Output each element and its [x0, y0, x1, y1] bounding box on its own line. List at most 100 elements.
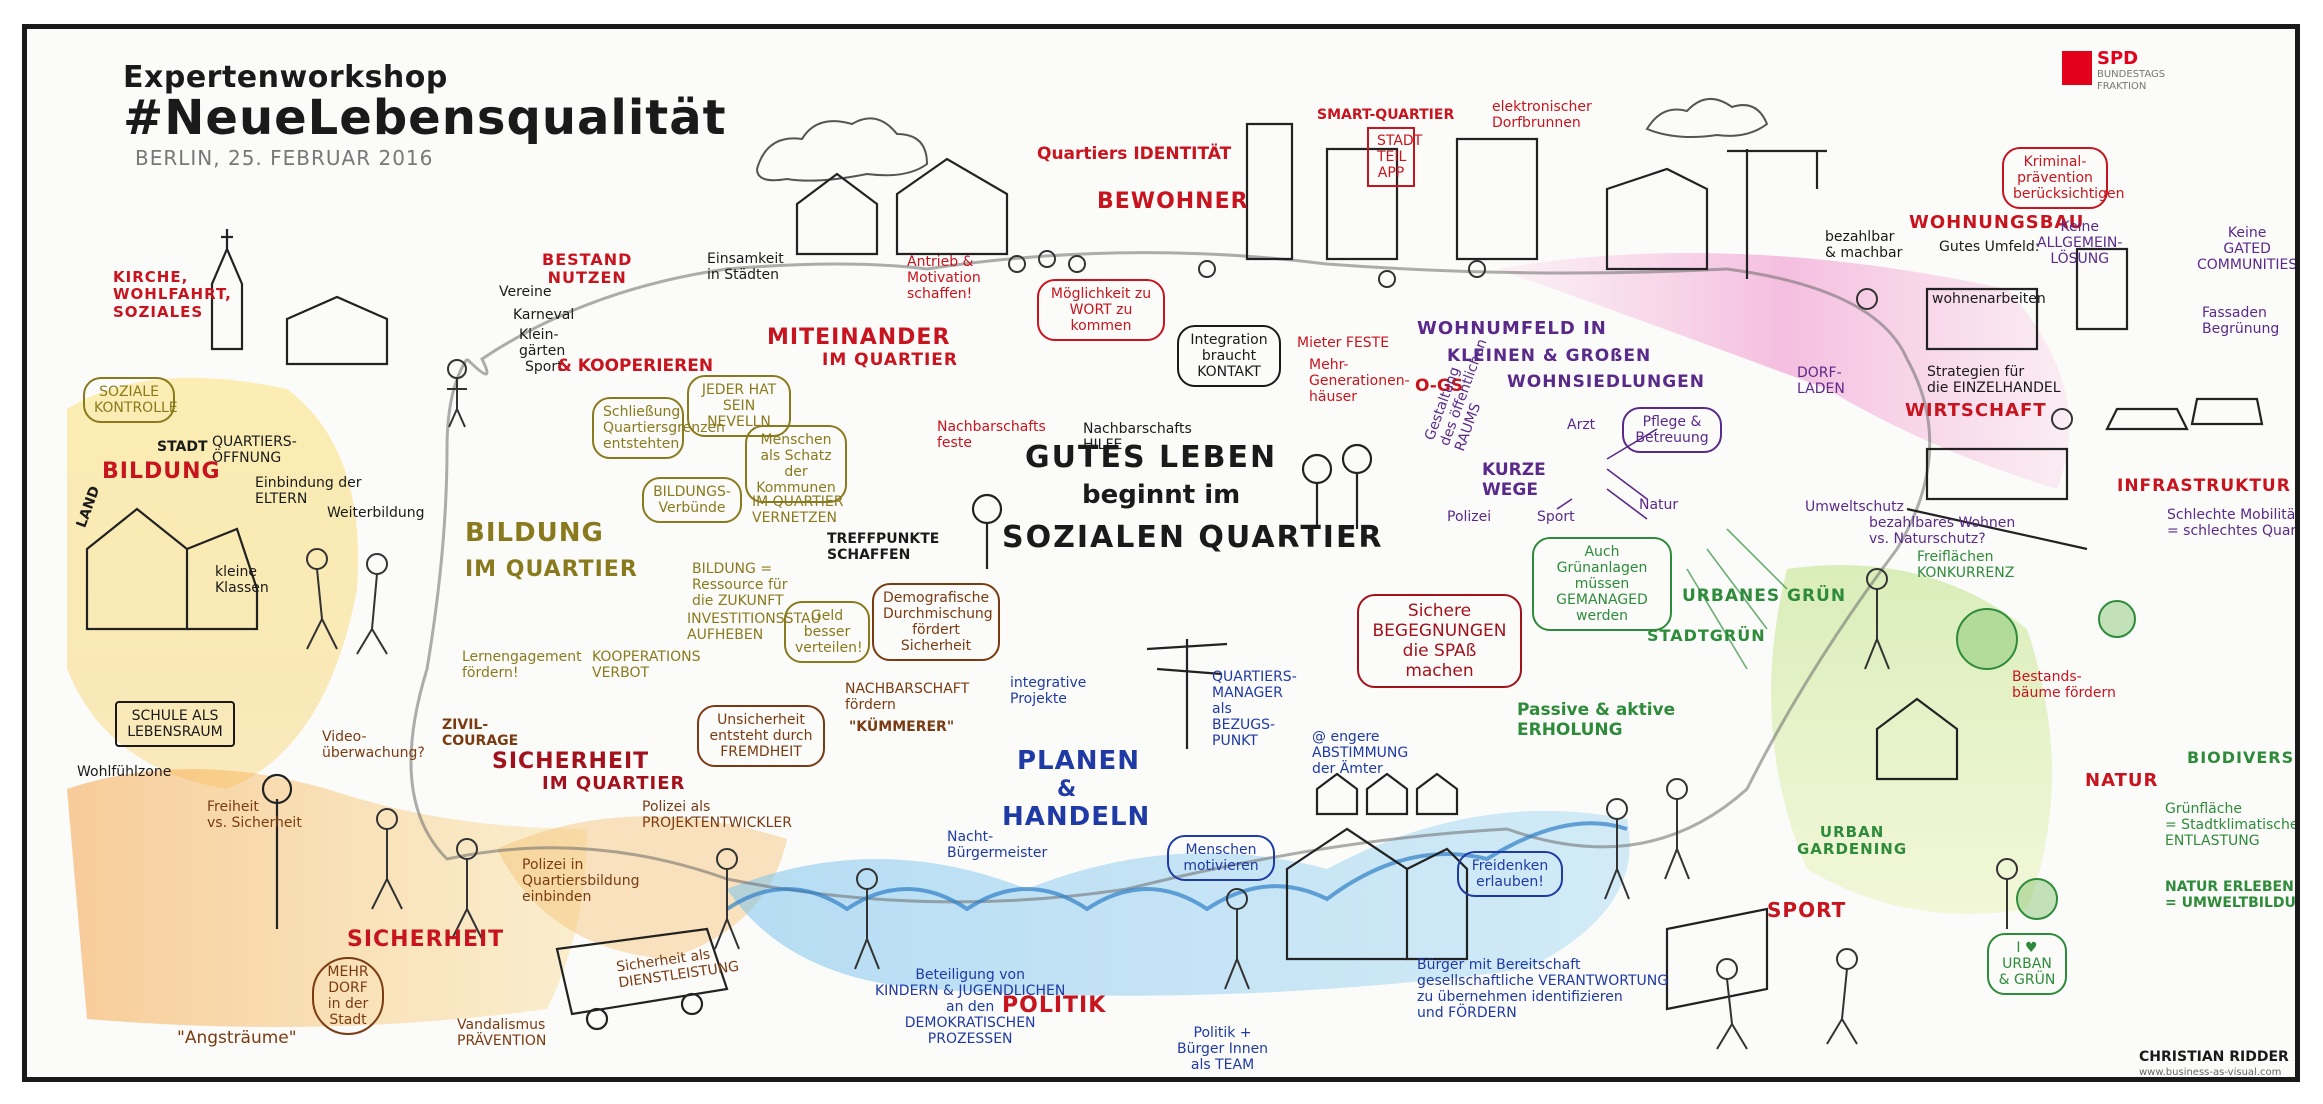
section-bewohner: BEWOHNER	[1097, 189, 1249, 214]
note-unsicherheit: Unsicherheit entsteht durch FREMDHEIT	[697, 705, 825, 767]
note-gutes-umfeld: Gutes Umfeld:	[1939, 239, 2040, 255]
event-type-heading: Expertenworkshop	[123, 60, 448, 95]
note-integrative-projekte: integrative Projekte	[1010, 675, 1087, 708]
note-arbeiten: arbeiten	[1987, 291, 2046, 307]
note-buerger-bereitschaft: Bürger mit Bereitschaft gesellschaftlich…	[1417, 957, 1669, 1022]
note-stadt: STADT	[157, 439, 208, 455]
note-kooperationsverbot: KOOPERATIONS VERBOT	[592, 649, 701, 682]
sand-wash	[497, 816, 787, 959]
note-polizei-quartier: Polizei in Quartiersbildung einbinden	[522, 857, 640, 906]
section-urban-gardening: URBAN GARDENING	[1797, 823, 1908, 859]
note-zivilcourage: ZIVIL- COURAGE	[442, 717, 519, 750]
note-schule-lebensraum: SCHULE ALS LEBENSRAUM	[115, 701, 235, 747]
center-title-line2: beginnt im	[1082, 480, 1241, 510]
note-fassaden: Fassaden Begrünung	[2202, 305, 2280, 338]
note-gruenflaeche: Grünfläche = Stadtklimatische ENTLASTUNG	[2165, 801, 2299, 850]
note-demografische: Demografische Durchmischung fördert Sich…	[872, 583, 1000, 661]
note-wohnen: wohnen	[1932, 291, 1988, 307]
blue-wash	[727, 810, 1630, 996]
note-im-quartier-vernetzen: IM QUARTIER VERNETZEN	[752, 494, 844, 527]
note-bildung-ressource: BILDUNG = Ressource für die ZUKUNFT	[692, 561, 788, 610]
center-title-line1: GUTES LEBEN	[1025, 440, 1278, 475]
note-videoueberwachung: Video- überwachung?	[322, 729, 425, 762]
note-menschen-schatz: Menschen als Schatz der Kommunen	[745, 425, 847, 503]
note-mehr-dorf: MEHR DORF in der Stadt	[312, 957, 384, 1035]
spd-logo-square	[2062, 51, 2092, 85]
note-umweltschutz: Umweltschutz	[1805, 499, 1904, 515]
note-bestandsbaeume: Bestands- bäume fördern	[2012, 669, 2116, 702]
note-freidenker: Freidenken erlauben!	[1457, 851, 1563, 897]
orange-wash	[67, 769, 587, 1027]
section-sicherheit-quartier-2: IM QUARTIER	[542, 773, 686, 794]
green-rays	[1686, 528, 1788, 670]
logo-line2: BUNDESTAGS	[2097, 69, 2166, 80]
note-sport-w: Sport	[1537, 509, 1575, 525]
note-freiflaechen: Freiflächen KONKURRENZ	[1917, 549, 2015, 582]
note-pflege: Pflege & Betreuung	[1622, 407, 1722, 453]
note-schlechte-mobilitaet: Schlechte Mobilität = schlechtes Quartie…	[2167, 507, 2300, 540]
note-dorfladen: DORF- LADEN	[1797, 365, 1845, 398]
note-nachbarschaftshilfe: Nachbarschafts HILFE	[1083, 421, 1192, 454]
section-wohnungsbau: WOHNUNGSBAU	[1909, 212, 2085, 233]
note-sport-kooperieren: Sport	[525, 359, 563, 375]
note-arzt: Arzt	[1567, 417, 1596, 433]
building-sketches	[85, 122, 2264, 1031]
green-wash	[1771, 565, 2052, 914]
note-kleine-klassen: kleine Klassen	[215, 564, 269, 597]
section-natur: NATUR	[2085, 770, 2159, 791]
note-quartiersoeffnung: QUARTIERS- ÖFFNUNG	[212, 434, 297, 467]
section-miteinander-1: MITEINANDER	[767, 325, 951, 350]
note-keine-gated: Keine GATED COMMUNITIES	[2197, 225, 2298, 274]
section-bestand: BESTAND NUTZEN	[542, 250, 633, 288]
section-bildung: BILDUNG	[102, 459, 221, 484]
note-polizei: Polizei	[1447, 509, 1492, 525]
note-freiheit: Freiheit vs. Sicherheit	[207, 799, 302, 832]
note-mehrgen: Mehr- Generationen- häuser	[1309, 357, 1410, 406]
note-natur-w: Natur	[1639, 497, 1679, 513]
note-integration: Integration braucht KONTAKT	[1177, 325, 1281, 387]
logo-line3: FRAKTION	[2097, 81, 2147, 92]
note-vandalismus: Vandalismus PRÄVENTION	[457, 1017, 547, 1050]
note-karneval: Karneval	[513, 307, 575, 323]
note-moeglichkeit: Möglichkeit zu WORT zu kommen	[1037, 279, 1165, 341]
note-keine-allgemeine: Keine ALLGEMEIN- LÖSUNG	[2037, 219, 2123, 268]
section-quartiers-identitaet: Quartiers IDENTITÄT	[1037, 144, 1232, 164]
note-kooperieren: & KOOPERIEREN	[557, 356, 714, 376]
note-engere-abstimmung: @ engere ABSTIMMUNG der Ämter	[1312, 729, 1409, 778]
note-i-love-urban: I ♥ URBAN & GRÜN	[1987, 933, 2067, 995]
note-soziale-kontrolle: SOZIALE KONTROLLE	[83, 377, 178, 423]
section-bildung-quartier-2: IM QUARTIER	[465, 557, 638, 582]
note-lernengagement: Lernengagement fördern!	[462, 649, 582, 682]
section-bildung-quartier-1: BILDUNG	[465, 518, 604, 548]
illustration-layer	[67, 98, 2264, 1050]
note-bildung-verbuende: BILDUNGS- Verbünde	[642, 477, 742, 523]
section-sicherheit-quartier-1: SICHERHEIT	[492, 749, 650, 774]
note-menschen-motivieren: Menschen motivieren	[1167, 835, 1275, 881]
note-nachtbuergermeister: Nacht- Bürgermeister	[947, 829, 1048, 862]
note-geld-besser: Geld besser verteilen!	[784, 601, 870, 663]
note-antrieb: Antrieb & Motivation schaffen!	[907, 254, 981, 303]
credit-url: www.business-as-visual.com	[2139, 1067, 2282, 1078]
note-passive-aktive: Passive & aktive ERHOLUNG	[1517, 700, 1676, 740]
note-strategien: Strategien für die EINZELHANDEL	[1927, 364, 2061, 397]
section-wohnumfeld: WOHNUMFELD IN	[1417, 318, 1607, 339]
section-urbanes-gruen: URBANES GRÜN	[1682, 586, 1847, 606]
note-bezahlbares-wohnen: bezahlbares Wohnen vs. Naturschutz?	[1869, 515, 2016, 548]
note-bezahlbar: bezahlbar & machbar	[1825, 229, 1903, 262]
section-miteinander-2: IM QUARTIER	[822, 350, 959, 370]
section-sport: SPORT	[1767, 898, 1847, 922]
note-kleingaerten: Klein- gärten	[519, 327, 566, 360]
note-schliessung: Schließung Quartiersgrenzen entstehten	[592, 397, 725, 459]
note-einbindung-eltern: Einbindung der ELTERN	[255, 475, 362, 508]
section-biodiversitaet: BIODIVERSITÄT	[2187, 748, 2295, 767]
note-mieterfeste: Mieter FESTE	[1297, 335, 1390, 351]
section-kirche: KIRCHE, WOHLFAHRT, SOZIALES	[113, 268, 232, 321]
section-wirtschaft: WIRTSCHAFT	[1905, 400, 2047, 421]
clouds	[755, 98, 1769, 182]
note-dorfbrunnen: elektronischer Dorfbrunnen	[1492, 99, 1592, 132]
section-sicherheit: SICHERHEIT	[347, 927, 505, 952]
note-beteiligung: Beteiligung von KINDERN & JUGENDLICHEN a…	[875, 967, 1066, 1048]
section-infrastruktur: INFRASTRUKTUR	[2117, 476, 2291, 496]
note-angstraeume: "Angsträume"	[177, 1028, 297, 1048]
